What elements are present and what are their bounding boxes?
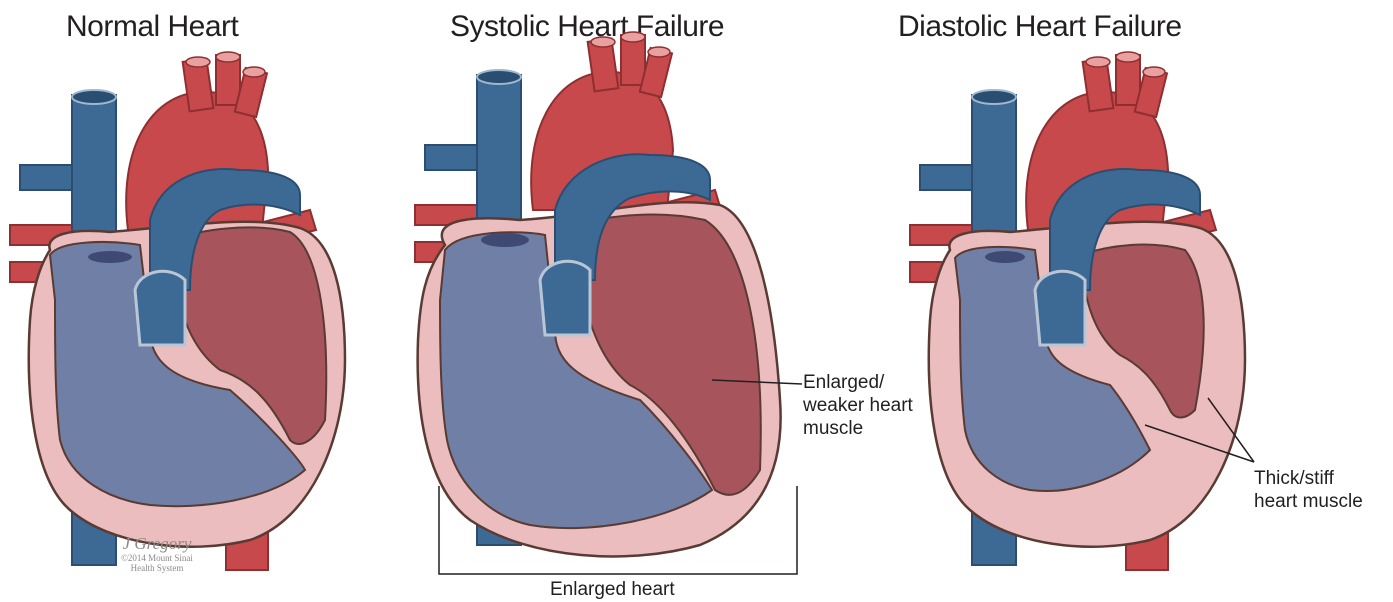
copyright-line: ©2014 Mount Sinai (92, 553, 222, 563)
label-thick-stiff-muscle: Thick/stiff heart muscle (1254, 467, 1363, 513)
label-line: muscle (803, 417, 913, 440)
label-line: heart muscle (1254, 490, 1363, 513)
label-enlarged-weaker-muscle: Enlarged/ weaker heart muscle (803, 371, 913, 440)
normal-heart-diagram (10, 52, 345, 570)
label-line: weaker heart (803, 394, 913, 417)
label-enlarged-heart: Enlarged heart (550, 578, 675, 601)
artist-name: J Gregory (92, 535, 222, 553)
label-line: Enlarged/ (803, 371, 913, 394)
systolic-heart-diagram (415, 32, 781, 556)
label-line: Thick/stiff (1254, 467, 1363, 490)
copyright-line: Health System (92, 563, 222, 573)
diastolic-heart-diagram (910, 52, 1245, 570)
artist-signature: J Gregory ©2014 Mount Sinai Health Syste… (92, 535, 222, 573)
